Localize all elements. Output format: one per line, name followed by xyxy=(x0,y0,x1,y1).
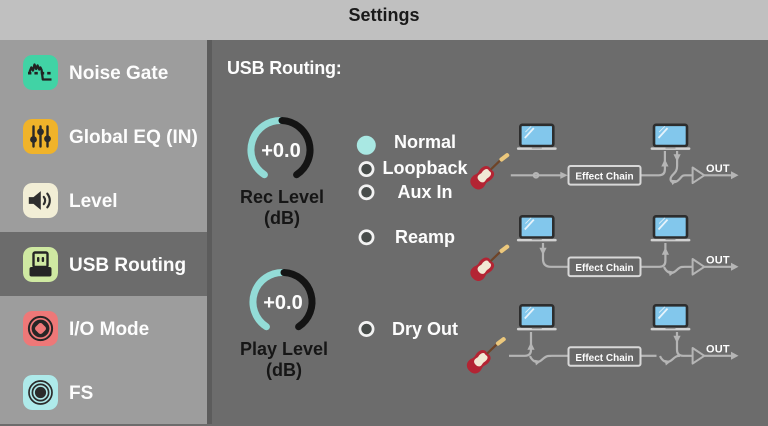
svg-text:Effect Chain: Effect Chain xyxy=(575,353,633,364)
svg-text:+0.0: +0.0 xyxy=(263,292,302,314)
svg-text:Effect Chain: Effect Chain xyxy=(575,263,633,274)
svg-text:+0.0: +0.0 xyxy=(261,140,300,162)
svg-text:Effect Chain: Effect Chain xyxy=(575,172,633,183)
